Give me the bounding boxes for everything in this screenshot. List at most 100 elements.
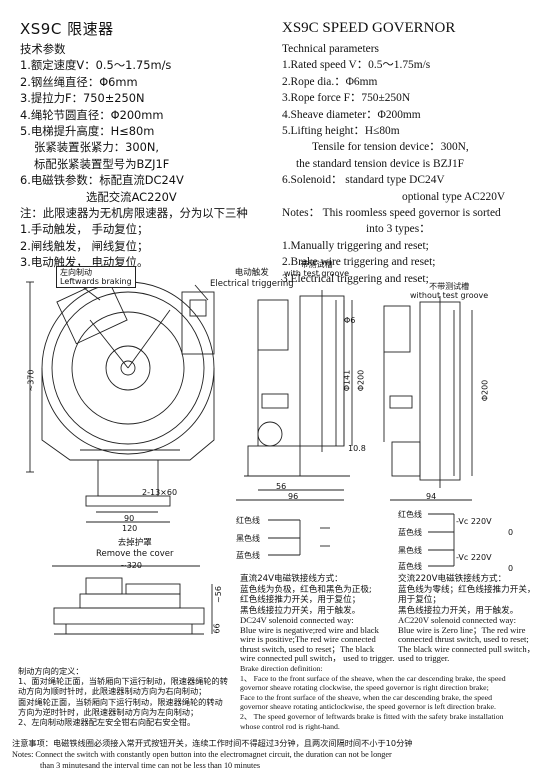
spec-cn-line: 3.电动触发， 电动复位。 (20, 255, 149, 270)
dim-phi6: Φ6 (344, 316, 356, 325)
brake-direction-en: Brake direction definition: 1、 Face to t… (240, 664, 506, 731)
dc-line-en: wire is positive;The red wire connected (240, 634, 376, 645)
brake-direction-cn: 制动方向的定义： 1、面对绳轮正面，当轿厢向下运行制动，限速器绳轮的转 动方向为… (18, 666, 228, 727)
spec-cn-line: 1.手动触发， 手动复位； (20, 222, 149, 237)
spec-en-line: 4.Sheave diameter：Φ200mm (282, 108, 421, 121)
wire-blue-ac-1: 蓝色线 (398, 528, 422, 537)
brake-cn-line: 2、左向制动限速器配左安全钳右向配右安全钳。 (18, 717, 196, 728)
dim-320: ~320 (120, 561, 142, 570)
spec-en-line: 3.Rope force F：750±250N (282, 92, 411, 105)
dim-90: 90 (124, 514, 135, 523)
dim-370: ~370 (26, 369, 36, 392)
ac-line-cn: 蓝色线为零线；红色线接推力开关， (398, 584, 536, 595)
without-groove-cn: 不带测试槽 (429, 282, 470, 291)
dim-108: 10.8 (348, 444, 366, 453)
brake-en-line: Face to the front surface of the sheave,… (240, 692, 492, 702)
spec-cn-line: 选配交流AC220V (86, 189, 177, 204)
spec-cn: 技术参数 1.额定速度V：0.5～1.75m/s 2.钢丝绳直径：Φ6mm 3.… (20, 41, 248, 271)
ac-line-en: used to trigger. (398, 653, 450, 664)
notes-en-1: Notes: Connect the switch with constantl… (12, 750, 392, 759)
dim-96: 96 (288, 492, 299, 501)
ac-line-cn: 黑色线接拉力开关，用于触发。 (398, 605, 519, 616)
ac-title-cn: 交流220V电磁铁接线方式： (398, 574, 507, 584)
ac-line-cn: 用于复位； (398, 595, 441, 606)
brake-cn-line: 面对绳轮正面，当轿厢向下运行制动，限速器绳轮的转动 (18, 696, 223, 707)
spec-en-line: 5.Lifting height：H≤80m (282, 125, 400, 138)
dc-wiring-notes-cn: 直流24V电磁铁接线方式： 蓝色线为负极，红色和黑色为正极; 红色线接推力开关，… (240, 574, 372, 616)
dim-56: ~56 (213, 586, 223, 603)
spec-cn-line: 标配张紧装置型号为BZJ1F (34, 156, 170, 171)
dim-94: 94 (426, 492, 437, 501)
spec-en-line: 2.Brake wire triggering and reset; (282, 256, 436, 269)
dc-title-en: DC24V solenoid connected way: (240, 615, 354, 625)
wire-blue-ac-2: 蓝色线 (398, 562, 422, 571)
remove-cover-cn: 去掉护罩 (117, 538, 152, 548)
with-groove-cn: 带测试槽 (300, 260, 333, 269)
ac-voltage-2: -Vc 220V (456, 553, 492, 562)
spec-en-line: 3.Electrical triggering and reset; (282, 272, 429, 285)
spec-en-line: into 3 types： (366, 223, 431, 236)
leftwards-braking-en: Leftwards braking (60, 277, 132, 286)
notes-cn: 注意事项：电磁铁线圈必须接入常开式按钮开关，连续工作时间不得超过3分钟，且两次间… (12, 738, 413, 748)
spec-cn-line: 2.闸线触发， 闸线复位； (20, 238, 149, 253)
spec-cn-line: 5.电梯提升高度：H≤80m (20, 124, 155, 139)
wire-black-ac: 黑色线 (398, 546, 422, 555)
remove-cover-en: Remove the cover (96, 548, 174, 559)
brake-en-line: 2、 The speed governor of leftwards brake… (240, 711, 504, 721)
brake-en-line: governor sheave rotating anticlockwise, … (240, 702, 496, 712)
title-cn: XS9C 限速器 (20, 20, 114, 38)
ac-line-en: The black wire connected pull switch， (398, 643, 536, 654)
without-groove-label: 不带测试槽 without test groove (410, 282, 488, 300)
wiring-ac-diagram (428, 513, 455, 567)
ac-zero-2: 0 (508, 564, 514, 573)
spec-en-line: 1.Manually triggering and reset; (282, 239, 429, 252)
ac-title-en: AC220V solenoid connected way: (398, 615, 516, 625)
dc-line-en: thrust switch, used to reset；The black (240, 643, 375, 654)
dim-56b: 56 (276, 482, 287, 491)
dc-title-cn: 直流24V电磁铁接线方式： (240, 574, 343, 584)
spec-en-line: the standard tension device is BZJ1F (296, 157, 464, 170)
spec-en-line: optional type AC220V (402, 190, 506, 203)
with-groove-en: with test groove (284, 269, 350, 278)
dim-holes: 2-13×60 (142, 488, 178, 497)
wire-blue-dc: 蓝色线 (236, 551, 260, 560)
spec-en: Technical parameters 1.Rated speed V：0.5… (282, 41, 505, 287)
brake-cn-line: 制动方向的定义： (18, 666, 84, 676)
ac-line-en: connected thrust switch, used to reset; (398, 634, 529, 645)
dim-phi141: Φ141 (342, 369, 352, 392)
brake-en-line: 1、 Face to the front surface of the shea… (240, 673, 506, 683)
spec-cn-line: 3.提拉力F：750±250N (20, 91, 145, 106)
spec-cn-heading: 技术参数 (20, 42, 66, 56)
dc-line-cn: 黑色线接拉力开关，用于触发。 (240, 605, 361, 616)
ac-voltage-1: -Vc 220V (456, 517, 492, 526)
wiring-dc-diagram (268, 519, 330, 556)
brake-cn-line: 动方向为顺时针时，此限速器制动方向为右向制动； (18, 686, 207, 697)
wire-red-ac: 红色线 (398, 510, 422, 519)
electric-trigger-en: Electrical triggering (210, 278, 294, 289)
section-with-groove-drawing (236, 290, 353, 501)
dc-line-cn: 红色线接推力开关，用于复位； (240, 595, 361, 606)
leftwards-braking-cn: 左向制动 (60, 268, 92, 277)
ac-line-en: Blue wire is Zero line；The red wire (398, 624, 526, 635)
without-groove-en: without test groove (410, 291, 489, 300)
dim-phi200b: Φ200 (480, 379, 490, 402)
ac-wiring-notes-cn: 交流220V电磁铁接线方式： 蓝色线为零线；红色线接推力开关， 用于复位； 黑色… (398, 574, 536, 616)
ac-zero-1: 0 (508, 528, 514, 537)
spec-en-line: 2.Rope dia.：Φ6mm (282, 75, 378, 88)
dc-line-en: Blue wire is negative;red wire and black (240, 624, 379, 635)
spec-cn-line: 张紧装置张紧力：300N, (34, 140, 160, 155)
remove-cover-label: 去掉护罩 Remove the cover (96, 538, 173, 559)
brake-cn-line: 1、面对绳轮正面，当轿厢向下运行制动，限速器绳轮的转 (18, 676, 228, 687)
spec-cn-line: 2.钢丝绳直径：Φ6mm (20, 74, 138, 89)
title-en: XS9C SPEED GOVERNOR (282, 20, 456, 36)
spec-en-line: 6.Solenoid： standard type DC24V (282, 174, 445, 187)
dim-66: 66 (212, 623, 222, 634)
wire-black-dc: 黑色线 (236, 534, 260, 543)
notes-en-2: than 3 minutesand the interval time can … (40, 761, 261, 770)
brake-cn-line: 方向为逆时针时，此限速器制动方向为左向制动； (18, 706, 199, 717)
spec-cn-line: 6.电磁铁参数：标配直流DC24V (20, 173, 184, 188)
remove-cover-drawing (52, 565, 213, 635)
spec-en-line: 1.Rated speed V：0.5～1.75m/s (282, 59, 431, 72)
brake-en-line: whose control rod is right-hand. (240, 721, 340, 731)
dim-120: 120 (122, 524, 138, 533)
